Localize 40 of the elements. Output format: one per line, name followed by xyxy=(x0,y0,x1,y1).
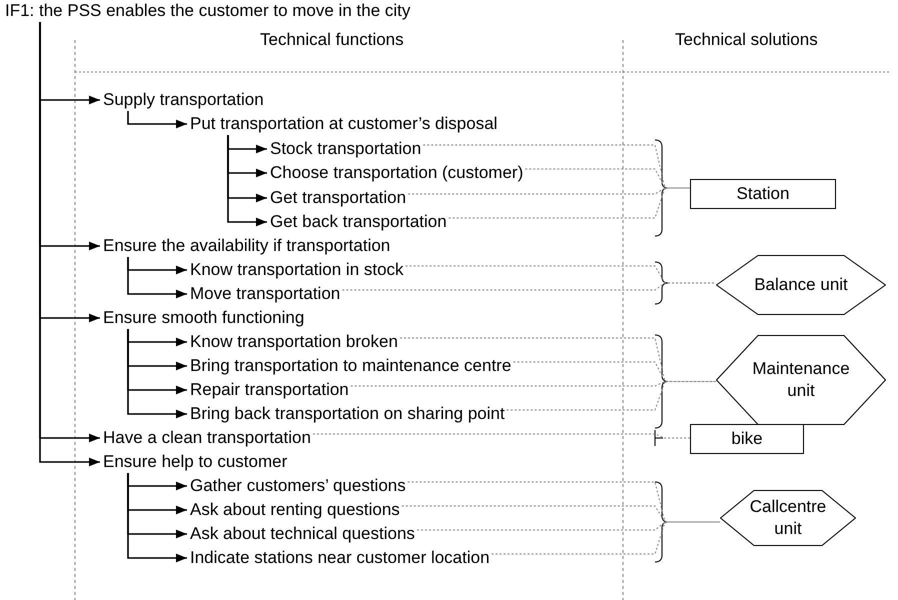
solution-hexagon: Balance unit xyxy=(716,255,886,315)
function-text: Indicate stations near customer location xyxy=(190,548,490,568)
function-text: Ensure help to customer xyxy=(103,452,288,472)
main-function-text: IF1: the PSS enables the customer to move in the city xyxy=(5,1,410,21)
function-text: Ask about renting questions xyxy=(190,500,400,520)
solution-hexagon: Maintenance unit xyxy=(716,335,886,425)
function-text: Know transportation broken xyxy=(190,332,398,352)
function-text: Get back transportation xyxy=(270,212,447,232)
arrow xyxy=(227,135,267,226)
function-text: Gather customers’ questions xyxy=(190,476,406,496)
arrow xyxy=(127,473,187,562)
function-text: Get transportation xyxy=(270,188,406,208)
arrow xyxy=(127,329,187,418)
column-heading: Technical functions xyxy=(260,30,404,50)
function-text: Move transportation xyxy=(190,284,340,304)
dotted-leader-line xyxy=(312,434,690,438)
function-text: Repair transportation xyxy=(190,380,349,400)
function-text: Ensure the availability if transportation xyxy=(103,236,390,256)
function-text: Ensure smooth functioning xyxy=(103,308,304,328)
function-text: Stock transportation xyxy=(270,139,422,159)
function-text: Ask about technical questions xyxy=(190,524,415,544)
dotted-leader-line xyxy=(416,522,720,530)
dotted-leader-line xyxy=(342,282,716,290)
function-text: Choose transportation (customer) xyxy=(270,163,524,183)
function-text: Supply transportation xyxy=(103,90,264,110)
arrow xyxy=(127,257,187,298)
function-text: Know transportation in stock xyxy=(190,260,404,280)
dotted-leader-line xyxy=(448,188,690,218)
function-text: Bring back transportation on sharing point xyxy=(190,404,505,424)
function-text: Have a clean transportation xyxy=(103,428,311,448)
solution-hexagon: Callcentre unit xyxy=(720,490,856,546)
dotted-leader-line xyxy=(512,362,716,382)
arrow xyxy=(127,111,187,128)
column-heading: Technical solutions xyxy=(675,30,818,50)
solution-box: bike xyxy=(690,424,804,454)
function-text: Bring transportation to maintenance centre xyxy=(190,356,512,376)
dotted-leader-line xyxy=(422,144,690,188)
function-text: Put transportation at customer’s disposal xyxy=(190,114,498,134)
solution-box: Station xyxy=(690,179,836,209)
dotted-leader-line xyxy=(506,381,716,410)
